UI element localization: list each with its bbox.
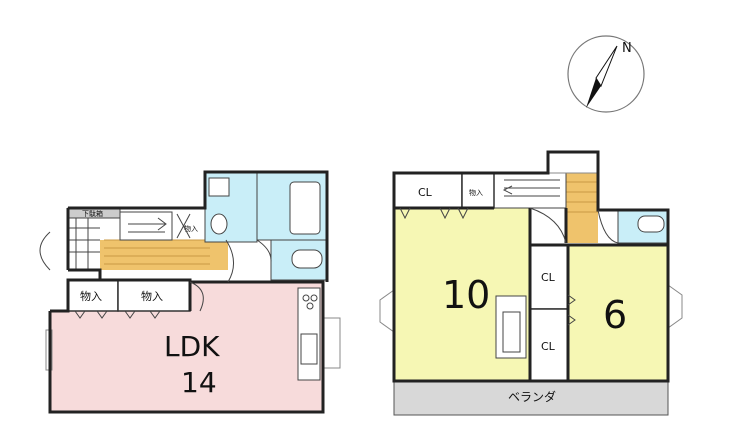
entrance-door-swing	[39, 231, 51, 271]
storage-right	[117, 279, 191, 312]
ldk-kitchen-area	[190, 282, 323, 311]
toilet-door-swing-2f	[597, 209, 619, 244]
stair-storage-label: 物入	[184, 224, 198, 233]
window-ldk-east	[321, 317, 341, 369]
hall-2f	[566, 173, 598, 243]
compass-north-label: N	[622, 41, 632, 56]
closet-bottom-label: CL	[541, 340, 556, 353]
ldk-room	[50, 311, 323, 412]
storage-right-label: 物入	[141, 289, 163, 303]
shoe-storage-label: 下駄箱	[82, 209, 103, 218]
room-6	[568, 245, 668, 381]
compass: N	[567, 35, 645, 113]
washroom-door-swing	[225, 239, 234, 283]
stair-storage-2f	[461, 172, 495, 209]
storage-door-swing	[189, 281, 204, 312]
window-room10-west	[379, 289, 395, 333]
room-small-size: 6	[603, 293, 627, 337]
storage-left-label: 物入	[80, 289, 102, 303]
closet-top-label: CL	[418, 186, 433, 199]
veranda	[393, 380, 669, 416]
ldk-size: 14	[181, 366, 217, 399]
stairs-upper	[119, 211, 173, 241]
sink-icon	[210, 213, 228, 235]
stair-storage-2f-label: 物入	[469, 188, 483, 197]
toilet-door-swing-1f	[256, 239, 272, 263]
hallway-floor	[100, 240, 228, 270]
toilet-icon-2f	[637, 215, 665, 233]
entrance	[68, 218, 100, 270]
room-large-size: 10	[442, 273, 490, 317]
window-room6-east	[667, 284, 683, 329]
kitchen-sink-icon	[300, 333, 318, 365]
closet-mid	[529, 244, 569, 310]
closet-mid-label: CL	[541, 271, 556, 284]
ldk-label: LDK	[164, 330, 220, 363]
window-north-2f	[547, 151, 599, 174]
floor-2: ベランダ CL 物入 CL CL	[379, 150, 683, 416]
bathtub-icon	[289, 181, 321, 235]
veranda-label: ベランダ	[508, 389, 556, 404]
floor-1: 下駄箱 物入 物入 物入	[39, 170, 341, 414]
toilet-icon-1f	[291, 249, 323, 269]
room10-door-swing	[529, 207, 567, 244]
void-inner	[502, 311, 521, 353]
washer-icon	[208, 177, 230, 197]
compass-needle-light-icon	[595, 45, 618, 88]
stairs-floor2	[566, 181, 598, 213]
